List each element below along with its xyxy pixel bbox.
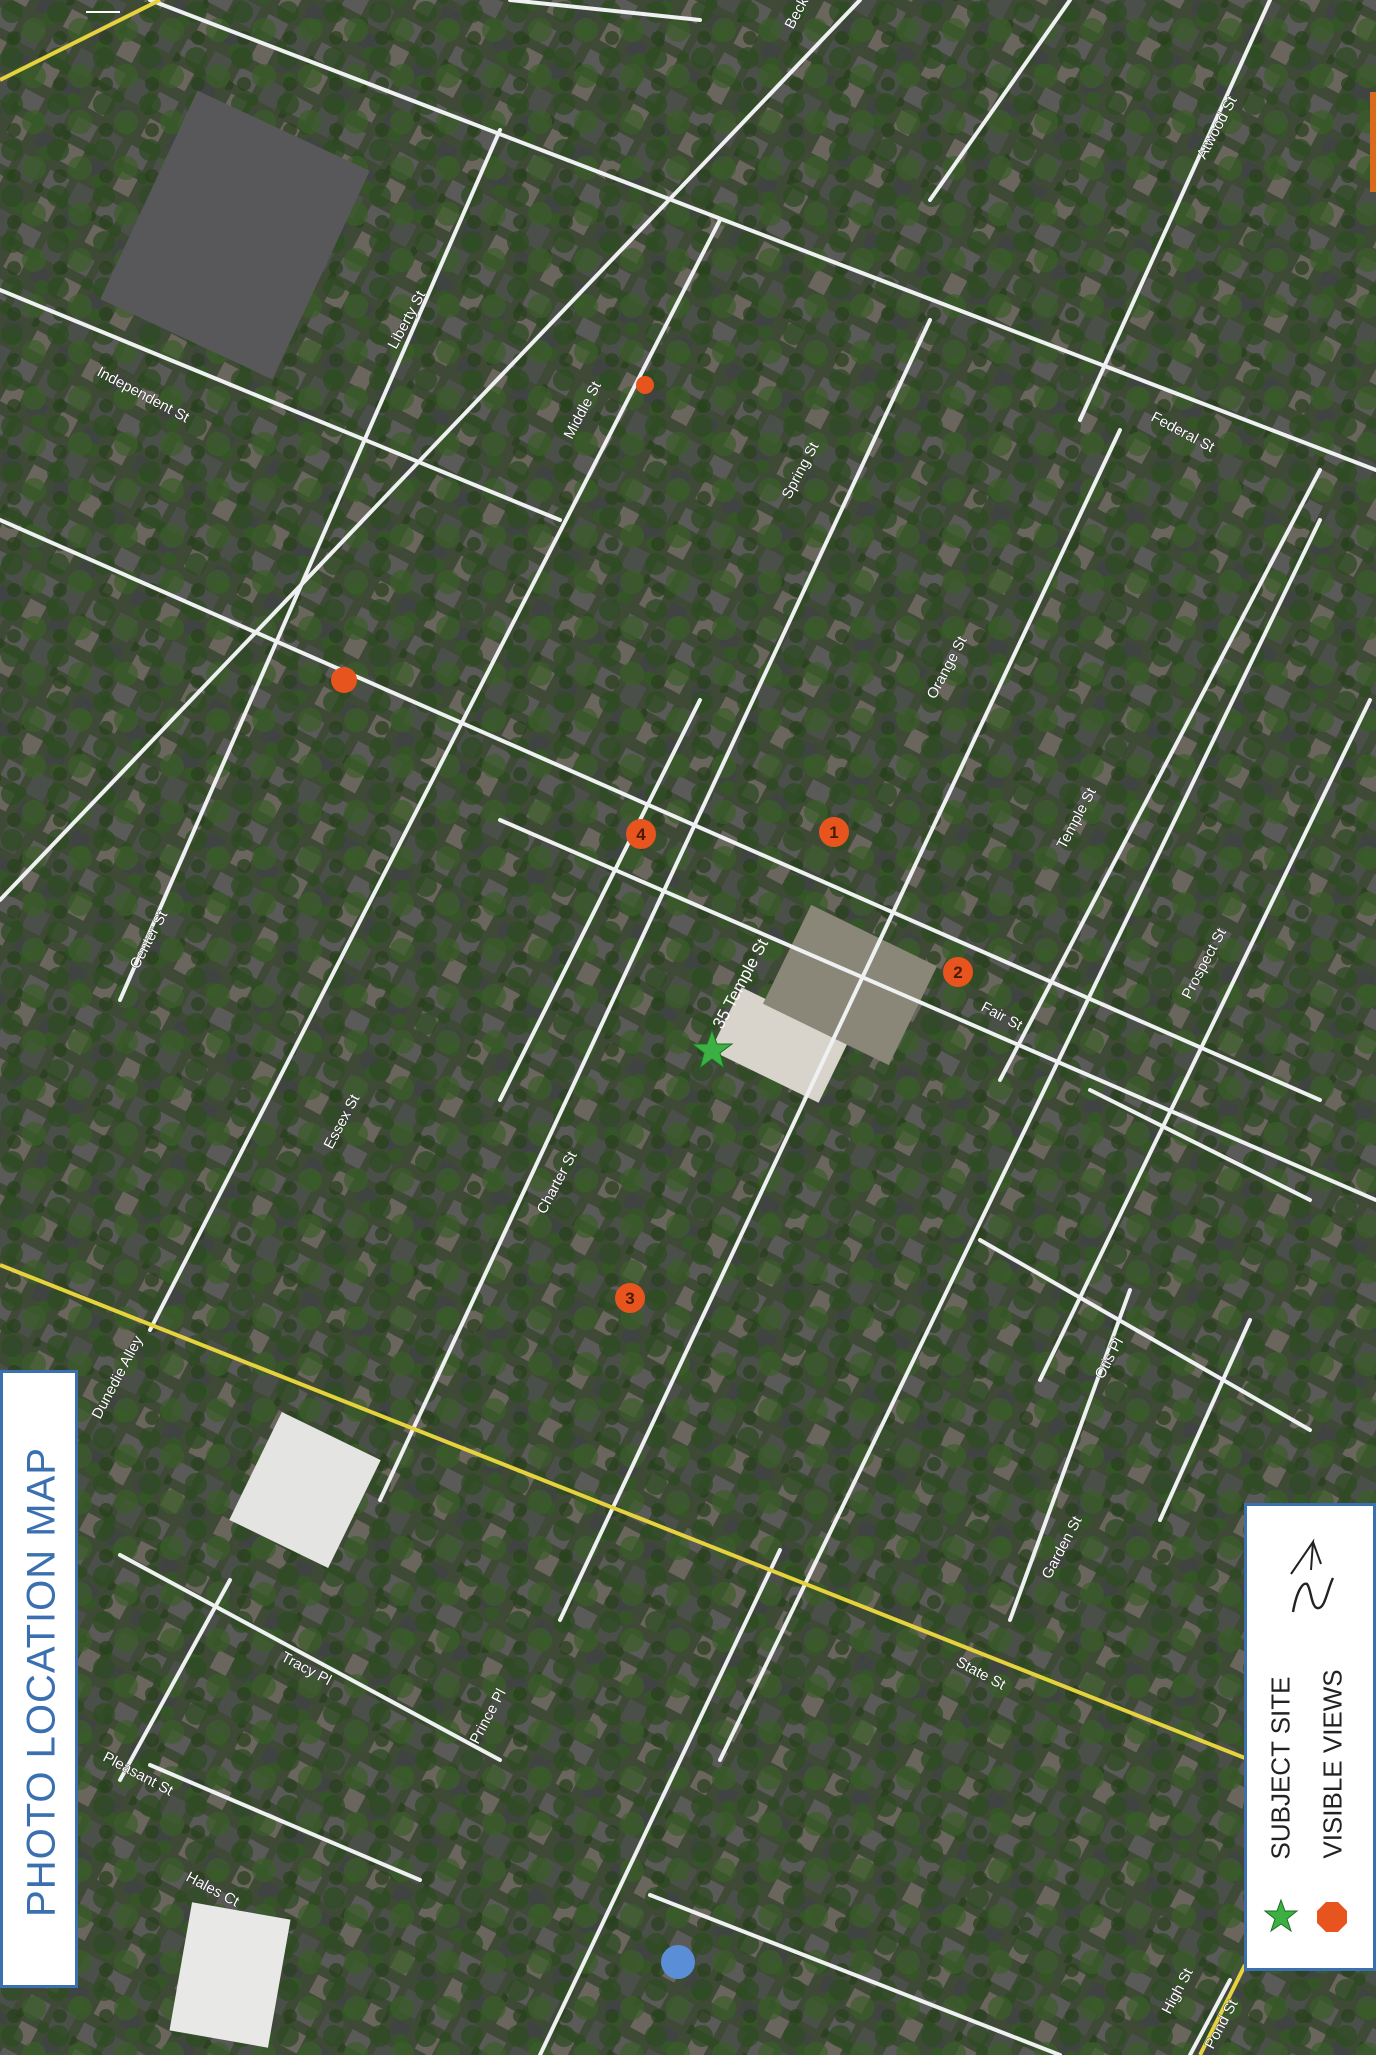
white-roof-building [169,1902,291,2048]
view-marker-3[interactable]: 3 [615,1283,645,1313]
view-marker-4[interactable]: 4 [626,819,656,849]
commercial-building [100,90,370,380]
title-panel: PHOTO LOCATION MAP [0,1370,78,1988]
legend-visible-views-label: VISIBLE VIEWS [1317,1669,1348,1859]
orange-octagon-icon [1317,1902,1347,1932]
marker-number: 1 [829,823,838,842]
unnumbered-views [331,376,654,693]
view-marker-2[interactable]: 2 [943,957,973,987]
orange-octagon-icon [943,957,973,987]
marker-number: 2 [953,963,962,982]
marker-number: 4 [636,825,646,844]
green-star-icon [690,1028,734,1070]
main-road-corner [0,0,161,82]
subject-building [710,987,850,1103]
legend-panel: SUBJECT SITE VISIBLE VIEWS [1244,1503,1376,1971]
orange-octagon-icon [626,819,656,849]
north-arrow-icon [1290,1538,1335,1613]
view-marker-1[interactable]: 1 [819,817,849,847]
marker-number: 3 [625,1289,634,1308]
map-title: PHOTO LOCATION MAP [19,1447,64,1917]
north-arrow-icon [86,11,120,13]
state-street-road [0,1263,1251,1762]
parking-lot [762,904,938,1066]
blue-dome [661,1945,695,1979]
white-roof-building [229,1411,381,1569]
view-dot [331,667,357,693]
orange-octagon-icon [615,1283,645,1313]
page-edge-tab [1370,92,1376,192]
high-street-road [1198,1964,1247,2055]
orange-octagon-icon [819,817,849,847]
view-dot [636,376,654,394]
green-star-icon [1263,1898,1299,1933]
legend-subject-site-label: SUBJECT SITE [1265,1676,1296,1860]
